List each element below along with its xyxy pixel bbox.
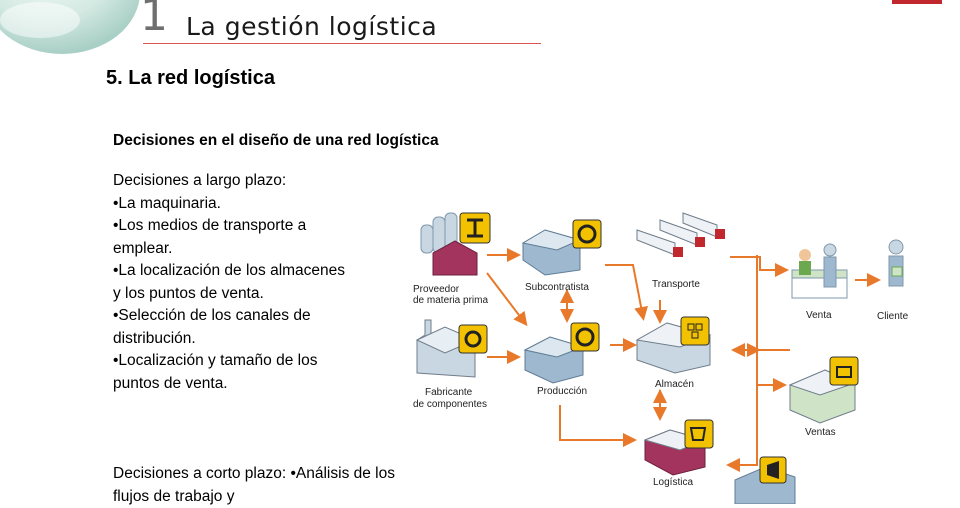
label-venta: Venta bbox=[806, 310, 832, 321]
production-node: Producción bbox=[523, 322, 600, 397]
list-item: •Análisis de los flujos de trabajo y bbox=[113, 465, 395, 505]
corner-accent bbox=[892, 0, 942, 4]
subheading: Decisiones en el diseño de una red logís… bbox=[113, 132, 439, 149]
short-term-heading: Decisiones a corto plazo: bbox=[113, 465, 287, 482]
list-item: y los puntos de venta. bbox=[113, 284, 264, 302]
label-almacen: Almacén bbox=[655, 379, 694, 390]
section-title: 5. La red logística bbox=[106, 67, 275, 89]
subcontractor-node: Subcontratista bbox=[521, 219, 602, 293]
list-item: distribución. bbox=[113, 329, 196, 347]
warehouse-node: Almacén bbox=[635, 316, 712, 390]
customer-node: Cliente bbox=[877, 239, 909, 322]
list-item: •Selección de los canales de bbox=[113, 307, 311, 324]
retail-node: Ventas bbox=[788, 356, 859, 438]
sales-point-node: Venta bbox=[791, 243, 848, 321]
store-node-partial bbox=[734, 456, 796, 504]
label-proveedor-2: de materia prima bbox=[413, 295, 488, 306]
label-fabricante-2: de componentes bbox=[413, 399, 487, 410]
slide-number: 1 bbox=[140, 0, 168, 41]
logistics-network-diagram: Proveedor de materia prima Subcontratist… bbox=[413, 212, 909, 504]
label-logistica: Logística bbox=[653, 477, 693, 488]
label-produccion: Producción bbox=[537, 386, 587, 397]
short-term-list: Decisiones a corto plazo: •Análisis de l… bbox=[113, 463, 403, 508]
manufacturer-node: Fabricante de componentes bbox=[413, 319, 488, 410]
list-item: •Los medios de transporte a bbox=[113, 217, 307, 234]
list-item: •La localización de los almacenes bbox=[113, 262, 346, 279]
decorative-bubble bbox=[0, 0, 140, 54]
supplier-node: Proveedor de materia prima bbox=[413, 212, 491, 306]
slide-title: La gestión logística bbox=[186, 12, 438, 41]
label-proveedor-1: Proveedor bbox=[413, 284, 460, 295]
title-underline bbox=[143, 43, 541, 44]
label-ventas: Ventas bbox=[805, 427, 836, 438]
list-item: emplear. bbox=[113, 239, 173, 257]
list-item: •La maquinaria. bbox=[113, 194, 221, 212]
list-item: puntos de venta. bbox=[113, 374, 228, 392]
long-term-heading: Decisiones a largo plazo: bbox=[113, 172, 287, 189]
flow-arrows bbox=[486, 248, 881, 472]
label-cliente: Cliente bbox=[877, 311, 909, 322]
label-fabricante-1: Fabricante bbox=[425, 387, 473, 398]
label-transporte: Transporte bbox=[652, 279, 700, 290]
long-term-list: Decisiones a largo plazo: •La maquinaria… bbox=[113, 170, 403, 395]
logistics-node: Logística bbox=[643, 419, 714, 488]
label-subcontratista: Subcontratista bbox=[525, 282, 589, 293]
list-item: •Localización y tamaño de los bbox=[113, 352, 318, 369]
transport-node: Transporte bbox=[636, 212, 725, 290]
